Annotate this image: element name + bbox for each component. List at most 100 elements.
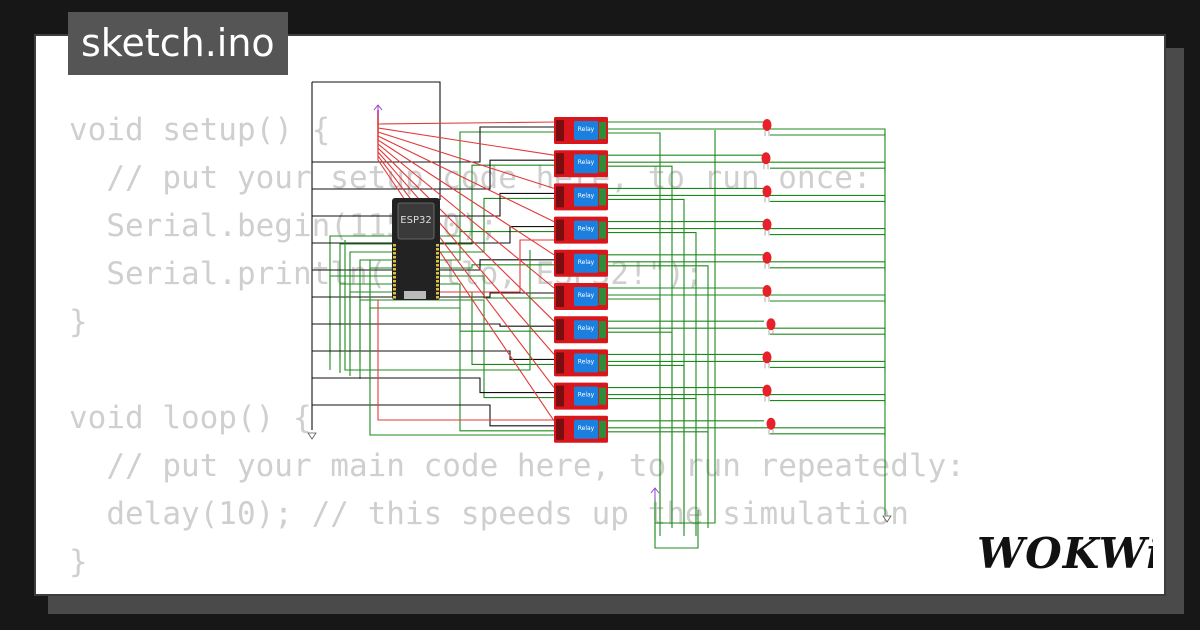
relay-pins — [556, 219, 564, 241]
code-line: void setup() { — [69, 112, 331, 148]
board-pin — [393, 296, 396, 299]
wire-green — [608, 161, 886, 173]
relay-terminal — [599, 122, 606, 139]
relay-coil — [574, 419, 598, 439]
relay-terminal — [599, 254, 606, 272]
relay-pins — [556, 120, 564, 141]
relay-coil — [574, 386, 598, 406]
wire-red — [440, 239, 554, 293]
ground-icon — [882, 515, 892, 523]
relay-coil — [574, 187, 598, 207]
wire-black — [312, 404, 554, 427]
wire-green — [608, 394, 886, 405]
wire-green — [608, 128, 886, 139]
board-pin — [393, 256, 396, 259]
board-pin — [436, 268, 439, 271]
relay-coil — [574, 320, 598, 340]
board-pin — [436, 260, 439, 263]
led-icon — [762, 285, 772, 297]
wire-red — [377, 110, 555, 125]
wire-green — [608, 194, 886, 206]
wire-green — [339, 164, 554, 358]
relay-coil — [574, 220, 598, 240]
wire-green — [608, 360, 886, 372]
relay-label: Relay — [578, 325, 595, 332]
led-icon — [762, 251, 772, 264]
relay-label: Relay — [578, 358, 595, 365]
wire-green — [654, 130, 716, 549]
led-icon — [762, 384, 772, 397]
wire-green — [608, 232, 697, 520]
relay-terminal — [599, 420, 606, 438]
led-icon — [762, 119, 772, 131]
wire-green — [349, 197, 554, 361]
wire-green — [608, 228, 886, 239]
code-line: void loop() { — [69, 400, 312, 436]
board-pin — [393, 272, 396, 275]
relay-pins — [556, 385, 564, 407]
esp32-board[interactable]: ESP32 — [392, 198, 440, 300]
relay-coil — [574, 353, 598, 373]
relay-coil — [574, 154, 598, 174]
wire-green — [608, 298, 661, 536]
relay-label: Relay — [578, 392, 595, 399]
board-pin — [436, 288, 439, 291]
board-pin — [436, 280, 439, 283]
wire-green — [608, 431, 709, 520]
relay-label: Relay — [578, 292, 595, 299]
relay-pins — [556, 153, 564, 175]
code-line: } — [69, 544, 88, 580]
relay-column: RelayRelayRelayRelayRelayRelayRelayRelay… — [554, 117, 608, 443]
relay-terminal — [599, 387, 606, 405]
wire-green — [608, 294, 886, 305]
vcc-icon — [650, 487, 660, 494]
file-tab[interactable]: sketch.ino — [68, 12, 288, 75]
power-symbols — [307, 104, 892, 523]
wire-green — [344, 240, 531, 371]
wire-red — [377, 110, 555, 422]
wire-black — [312, 323, 554, 327]
board-pin — [393, 284, 396, 287]
wire-green — [608, 364, 685, 528]
relay-pins — [556, 252, 564, 274]
board-pin — [393, 252, 396, 255]
led-icon — [761, 152, 771, 165]
vcc-icon — [373, 104, 383, 111]
wire-green — [608, 427, 886, 438]
wire-layer — [311, 81, 886, 549]
relay-pins — [556, 418, 564, 440]
wifi-module — [397, 202, 435, 240]
relay-terminal — [599, 155, 606, 173]
relay-label: Relay — [578, 126, 595, 133]
board-pin — [436, 292, 439, 295]
board-pin — [393, 260, 396, 263]
wire-green — [339, 283, 554, 373]
led-icon — [762, 351, 772, 364]
led-icon — [766, 417, 776, 430]
board-pin — [393, 292, 396, 295]
board-label: ESP32 — [400, 215, 431, 226]
wire-green — [608, 261, 886, 272]
relay-coil — [574, 253, 598, 273]
board-pin — [436, 248, 439, 251]
wire-black — [312, 350, 554, 360]
wire-green — [349, 291, 554, 376]
code-line: // put your setup code here, to run once… — [69, 160, 872, 196]
led-icon — [762, 218, 772, 231]
wire-green — [608, 327, 886, 339]
relay-terminal — [599, 188, 606, 206]
relay-label: Relay — [578, 226, 595, 233]
wire-green — [608, 165, 673, 528]
wire-red — [377, 300, 554, 421]
wire-green — [608, 198, 685, 536]
code-line: // put your main code here, to run repea… — [69, 448, 965, 484]
wire-black — [312, 159, 554, 190]
usb-port — [404, 291, 426, 299]
board-pin — [393, 268, 396, 271]
code-line: } — [69, 304, 88, 340]
board-pin — [436, 272, 439, 275]
relay-coil — [574, 121, 598, 140]
relay-label: Relay — [578, 425, 595, 432]
wire-green — [608, 265, 709, 528]
